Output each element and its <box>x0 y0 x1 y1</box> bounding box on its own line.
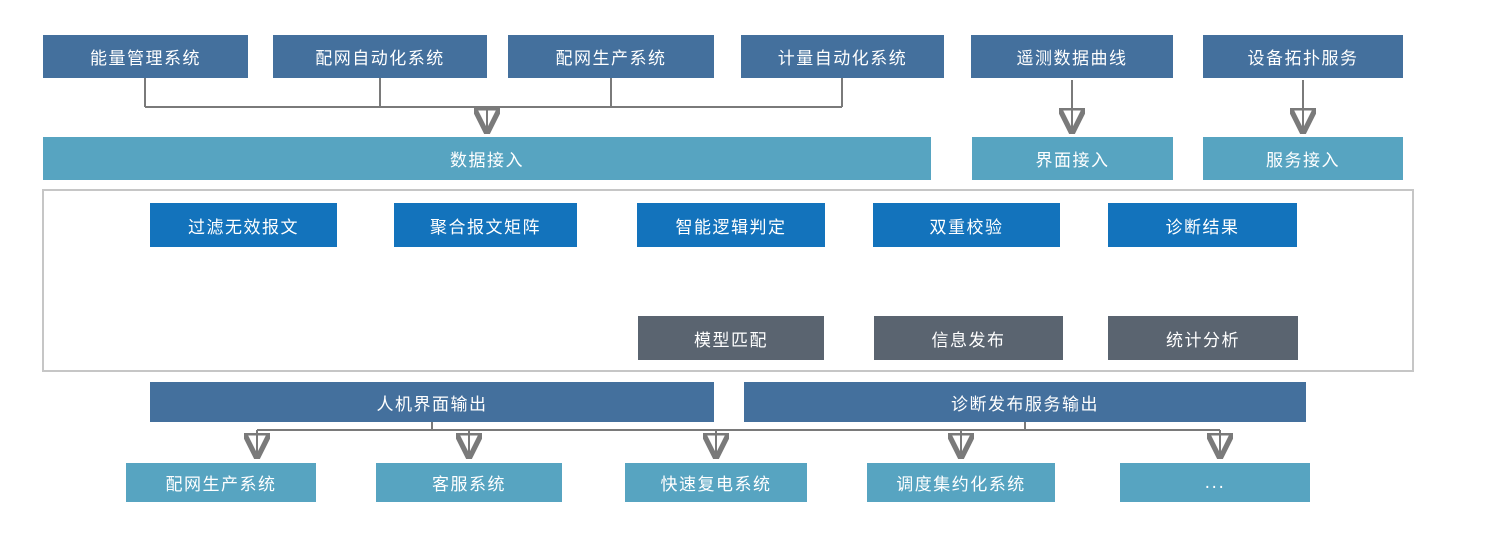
step-intelligent-logic-judgement: 智能逻辑判定 <box>637 203 825 247</box>
step-diagnosis-result: 诊断结果 <box>1108 203 1297 247</box>
connector-outputs-to-targets <box>257 422 1220 455</box>
target-dispatch-intensive-system: 调度集约化系统 <box>867 463 1055 502</box>
node-distribution-automation-system: 配网自动化系统 <box>273 35 487 78</box>
step-aggregate-message-matrix: 聚合报文矩阵 <box>394 203 577 247</box>
node-telemetry-data-curve: 遥测数据曲线 <box>971 35 1173 78</box>
node-service-access: 服务接入 <box>1203 137 1403 180</box>
node-distribution-production-system: 配网生产系统 <box>508 35 714 78</box>
result-statistical-analysis: 统计分析 <box>1108 316 1298 360</box>
output-diagnosis-release-service: 诊断发布服务输出 <box>744 382 1306 422</box>
node-metering-automation-system: 计量自动化系统 <box>741 35 944 78</box>
output-hmi: 人机界面输出 <box>150 382 714 422</box>
target-more-systems: ... <box>1120 463 1310 502</box>
node-data-access: 数据接入 <box>43 137 931 180</box>
target-customer-service-system: 客服系统 <box>376 463 562 502</box>
node-energy-management-system: 能量管理系统 <box>43 35 248 78</box>
result-model-matching: 模型匹配 <box>638 316 824 360</box>
step-filter-invalid-messages: 过滤无效报文 <box>150 203 337 247</box>
target-fast-power-restoration-system: 快速复电系统 <box>625 463 807 502</box>
connector-sources-to-data-access <box>144 78 843 130</box>
node-ui-access: 界面接入 <box>972 137 1173 180</box>
node-device-topology-service: 设备拓扑服务 <box>1203 35 1403 78</box>
target-distribution-production-system: 配网生产系统 <box>126 463 316 502</box>
step-double-verification: 双重校验 <box>873 203 1060 247</box>
result-information-release: 信息发布 <box>874 316 1063 360</box>
